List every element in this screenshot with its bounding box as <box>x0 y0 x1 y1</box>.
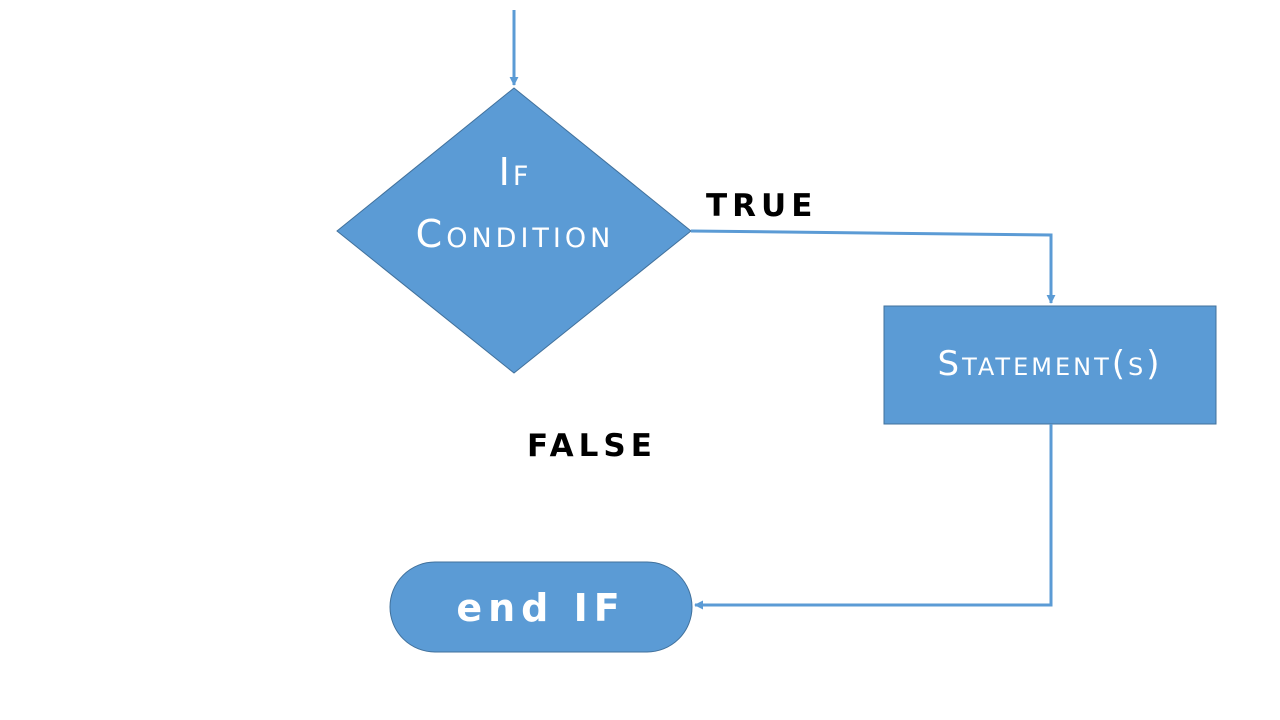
return-connector <box>694 424 1053 610</box>
true-connector <box>690 229 1056 304</box>
end-if-label: end IF <box>456 586 626 630</box>
decision-label-condition: Condition <box>415 212 615 256</box>
false-edge-label: FALSE <box>527 428 657 464</box>
true-edge-label: TRUE <box>706 188 818 224</box>
statement-label: Statement(s) <box>937 344 1163 384</box>
decision-label-if: If <box>498 150 532 194</box>
statement-box <box>883 305 1217 425</box>
end-if-terminal <box>389 561 693 653</box>
decision-diamond <box>336 87 692 374</box>
